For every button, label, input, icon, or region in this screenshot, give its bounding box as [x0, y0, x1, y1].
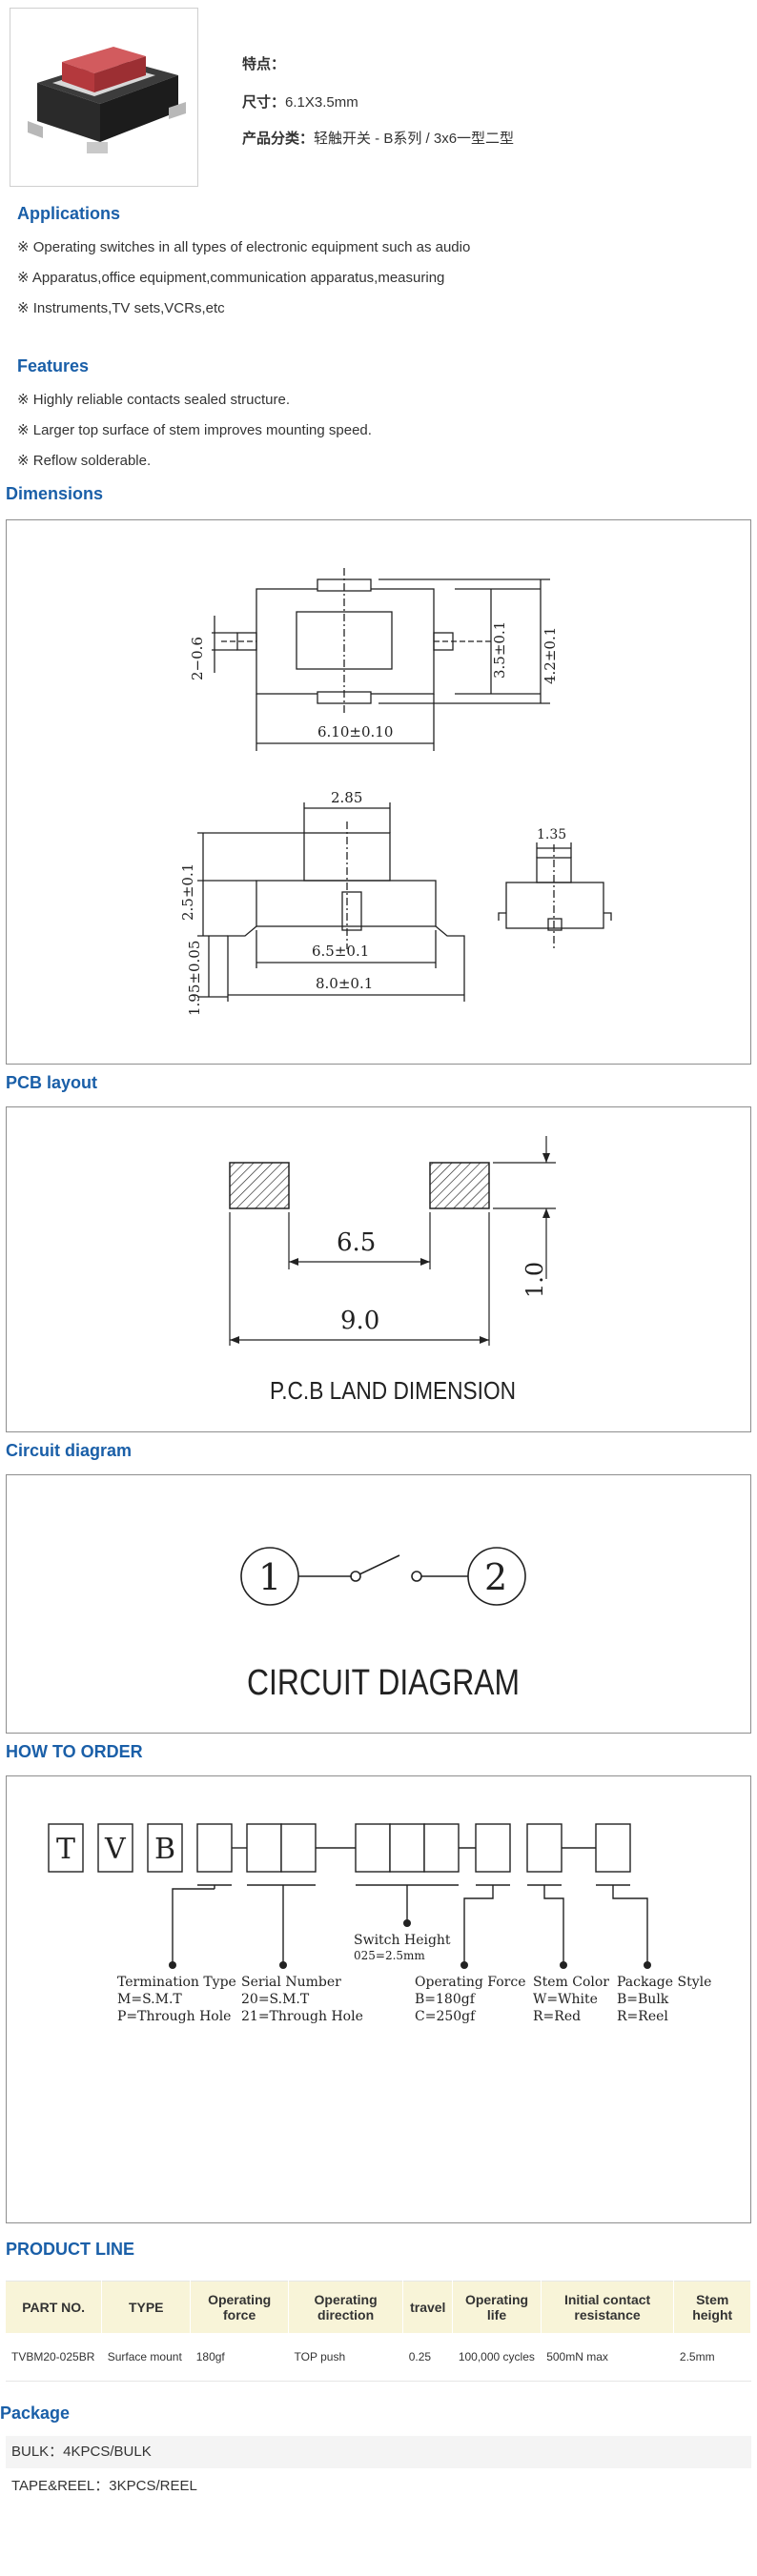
circuit-title: Circuit diagram — [6, 1441, 133, 1460]
circuit-caption: CIRCUIT DIAGRAM — [247, 1663, 520, 1703]
terminal-2-label: 2 — [484, 1556, 507, 1598]
serial-21: 21=Through Hole — [241, 2009, 363, 2024]
stem-color-w: W=White — [533, 1992, 598, 2007]
spec-category-label: 产品分类： — [242, 131, 315, 147]
dim-w65-label: 6.5±0.1 — [312, 943, 369, 960]
dim-h25-label: 2.5±0.1 — [179, 863, 196, 921]
termination-title: Termination Type — [117, 1975, 236, 1990]
termination-m: M=S.M.T — [117, 1992, 182, 2007]
force-title: Operating Force — [415, 1975, 526, 1990]
package-bulk: BULK：4KPCS/BULK — [6, 2436, 751, 2468]
order-drawing: T V B Switch Height 025=2.5mm Terminatio… — [6, 1775, 751, 2223]
dimensions-drawing: 6.10±0.10 3.5±0.1 4.2±0.1 2−0.6 2.85 1.3… — [6, 519, 751, 1065]
dim-width-label: 6.10±0.10 — [317, 723, 393, 740]
termination-p: P=Through Hole — [117, 2009, 231, 2024]
package-style-title: Package Style — [617, 1975, 711, 1990]
col-operating-direction: Operating direction — [288, 2281, 404, 2333]
product-line-table: PART NO. TYPE Operating force Operating … — [6, 2281, 751, 2382]
dim-pin-label: 2−0.6 — [189, 637, 206, 680]
order-title: HOW TO ORDER — [6, 1742, 143, 1761]
dim-side-label: 1.35 — [537, 827, 566, 842]
switch-height-value: 025=2.5mm — [354, 1949, 425, 1962]
stem-color-r: R=Red — [533, 2009, 581, 2024]
dimensions-svg: 6.10±0.10 3.5±0.1 4.2±0.1 2−0.6 2.85 1.3… — [179, 568, 612, 1016]
package-style-b: B=Bulk — [617, 1992, 669, 2007]
applications-title: Applications — [17, 204, 121, 223]
switch-height-title: Switch Height — [354, 1933, 451, 1948]
col-travel: travel — [402, 2281, 454, 2333]
cell-part-no: TVBM20-025BR — [6, 2333, 102, 2382]
pcb-pads — [229, 1162, 490, 1209]
dim-w80-label: 8.0±0.1 — [316, 975, 373, 992]
features-title: Features — [17, 356, 90, 375]
order-letter-b: B — [154, 1833, 175, 1866]
serial-20: 20=S.M.T — [241, 1992, 310, 2007]
cell-type: Surface mount — [101, 2333, 191, 2382]
pcb-inner-label: 6.5 — [337, 1228, 376, 1257]
features-item: ※ Reflow solderable. — [17, 453, 152, 469]
cell-travel: 0.25 — [402, 2333, 453, 2382]
stem-color-title: Stem Color — [533, 1975, 609, 1990]
cell-contact-resistance: 500mN max — [541, 2333, 674, 2382]
features-item: ※ Larger top surface of stem improves mo… — [17, 422, 372, 438]
serial-title: Serial Number — [241, 1975, 341, 1990]
force-b: B=180gf — [415, 1992, 477, 2007]
package-title: Package — [0, 2404, 71, 2423]
applications-item: ※ Operating switches in all types of ele… — [17, 239, 471, 255]
dim-h195-label: 1.95±0.05 — [186, 941, 203, 1016]
circuit-drawing: 1 2 CIRCUIT DIAGRAM — [6, 1474, 751, 1734]
spec-size: 尺寸：6.1X3.5mm — [242, 91, 358, 112]
package-reel: TAPE&REEL：3KPCS/REEL — [6, 2470, 751, 2503]
col-operating-force: Operating force — [190, 2281, 290, 2333]
applications-item: ※ Apparatus,office equipment,communicati… — [17, 270, 445, 286]
pcb-title: PCB layout — [6, 1073, 98, 1092]
product-line-title: PRODUCT LINE — [6, 2240, 134, 2259]
spec-category: 产品分类：轻触开关 - B系列 / 3x6一型二型 — [242, 128, 514, 148]
features-item: ※ Highly reliable contacts sealed struct… — [17, 392, 291, 408]
tact-switch-illustration — [28, 47, 186, 153]
cell-operating-force: 180gf — [190, 2333, 289, 2382]
pcb-drawing: 6.5 9.0 1.0 P.C.B LAND DIMENSION — [6, 1106, 751, 1432]
cell-stem-height: 2.5mm — [673, 2333, 751, 2382]
table-header-row: PART NO. TYPE Operating force Operating … — [6, 2281, 751, 2333]
circuit-svg: 1 2 CIRCUIT DIAGRAM — [240, 1547, 526, 1703]
pcb-svg: 6.5 9.0 1.0 P.C.B LAND DIMENSION — [229, 1136, 556, 1405]
col-part-no: PART NO. — [6, 2281, 103, 2333]
spec-features-label: 特点： — [242, 56, 286, 72]
dim-h35-label: 3.5±0.1 — [491, 621, 508, 679]
spec-size-label: 尺寸： — [242, 94, 286, 111]
force-c: C=250gf — [415, 2009, 477, 2024]
order-svg: T V B Switch Height 025=2.5mm Terminatio… — [48, 1823, 711, 2024]
dimensions-title: Dimensions — [6, 484, 104, 503]
spec-size-value: 6.1X3.5mm — [285, 94, 358, 111]
dim-h42-label: 4.2±0.1 — [542, 627, 559, 684]
col-contact-resistance: Initial contact resistance — [541, 2281, 675, 2333]
col-type: TYPE — [101, 2281, 192, 2333]
dim-stem-label: 2.85 — [331, 789, 362, 806]
pcb-caption: P.C.B LAND DIMENSION — [270, 1376, 516, 1405]
spec-features: 特点： — [242, 53, 285, 73]
order-letter-v: V — [104, 1833, 127, 1866]
col-operating-life: Operating life — [452, 2281, 542, 2333]
order-letter-t: T — [56, 1833, 75, 1866]
terminal-1-label: 1 — [258, 1556, 281, 1598]
col-stem-height: Stem height — [673, 2281, 751, 2333]
product-image — [10, 8, 198, 187]
package-style-r: R=Reel — [617, 2009, 668, 2024]
cell-operating-life: 100,000 cycles — [452, 2333, 542, 2382]
table-row: TVBM20-025BR Surface mount 180gf TOP pus… — [6, 2333, 751, 2382]
cell-operating-direction: TOP push — [288, 2333, 403, 2382]
spec-category-value: 轻触开关 - B系列 / 3x6一型二型 — [314, 131, 515, 147]
pcb-outer-label: 9.0 — [340, 1307, 379, 1335]
applications-item: ※ Instruments,TV sets,VCRs,etc — [17, 300, 225, 316]
pcb-pad-label: 1.0 — [522, 1262, 548, 1298]
